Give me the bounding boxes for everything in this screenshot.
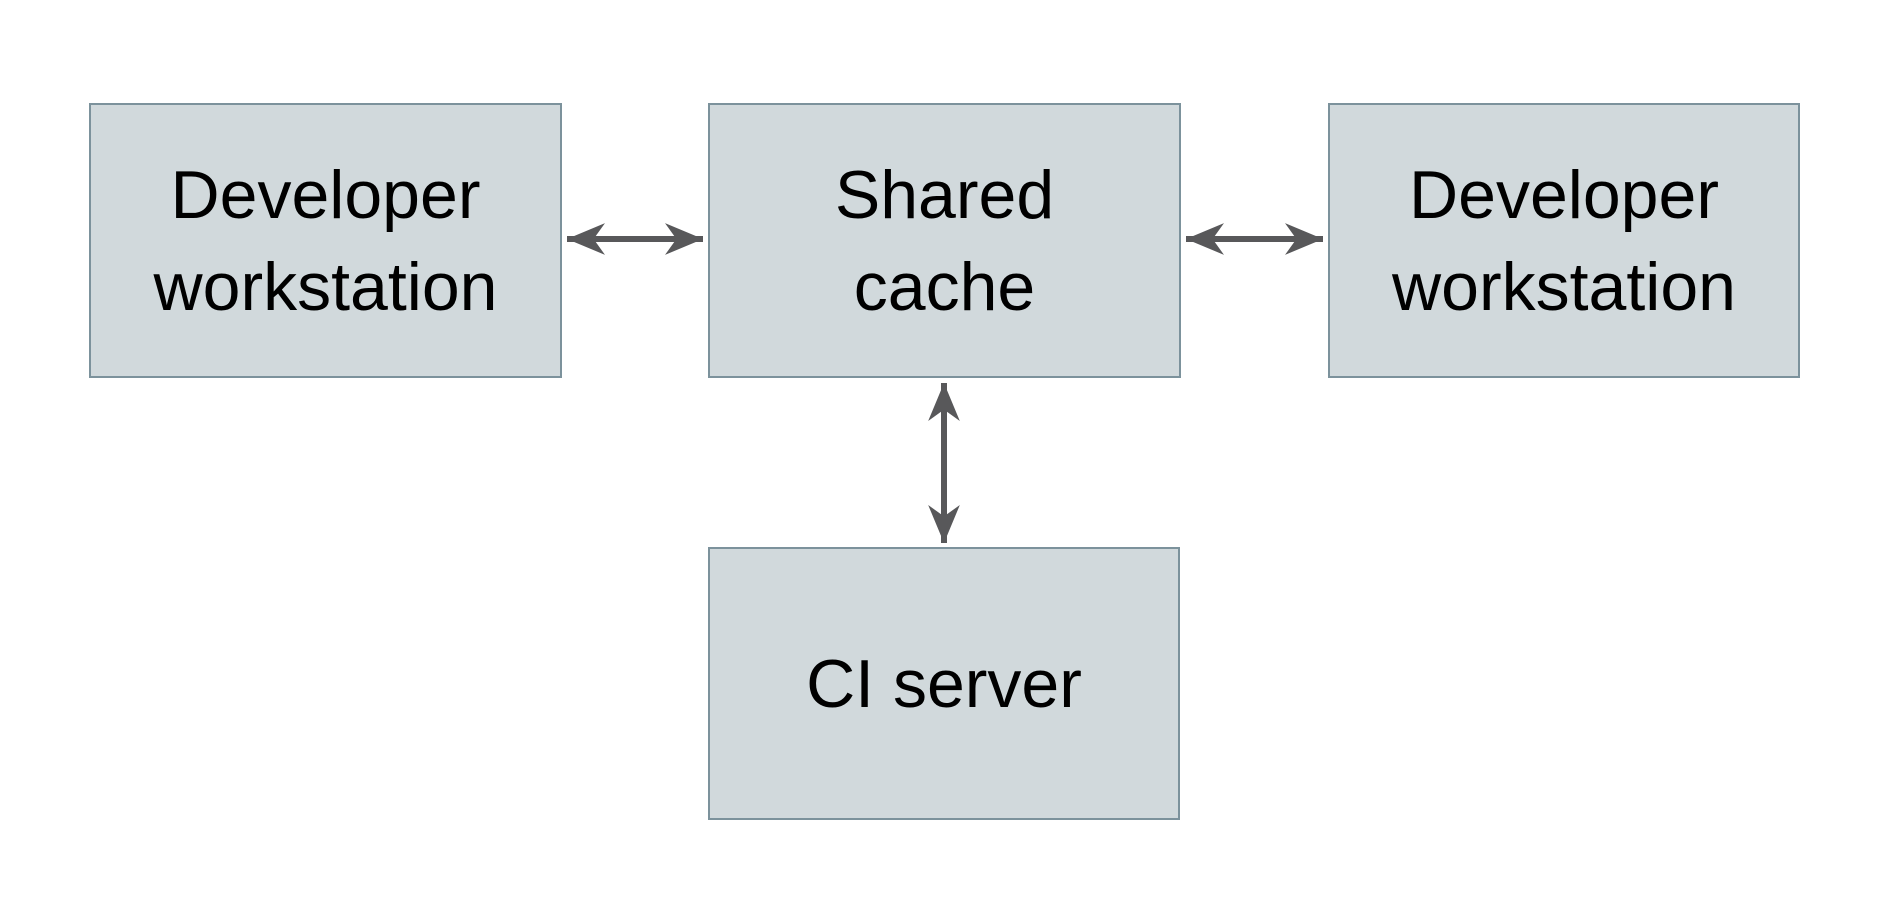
node-shared-cache-label: Shared cache [834,156,1055,325]
node-developer-workstation-right-label: Developer workstation [1392,156,1736,325]
node-developer-workstation-left: Developer workstation [89,103,562,378]
node-ci-server-label: CI server [806,645,1082,722]
node-ci-server: CI server [708,547,1180,820]
node-shared-cache: Shared cache [708,103,1181,378]
node-developer-workstation-right: Developer workstation [1328,103,1800,378]
node-developer-workstation-left-label: Developer workstation [153,156,498,325]
